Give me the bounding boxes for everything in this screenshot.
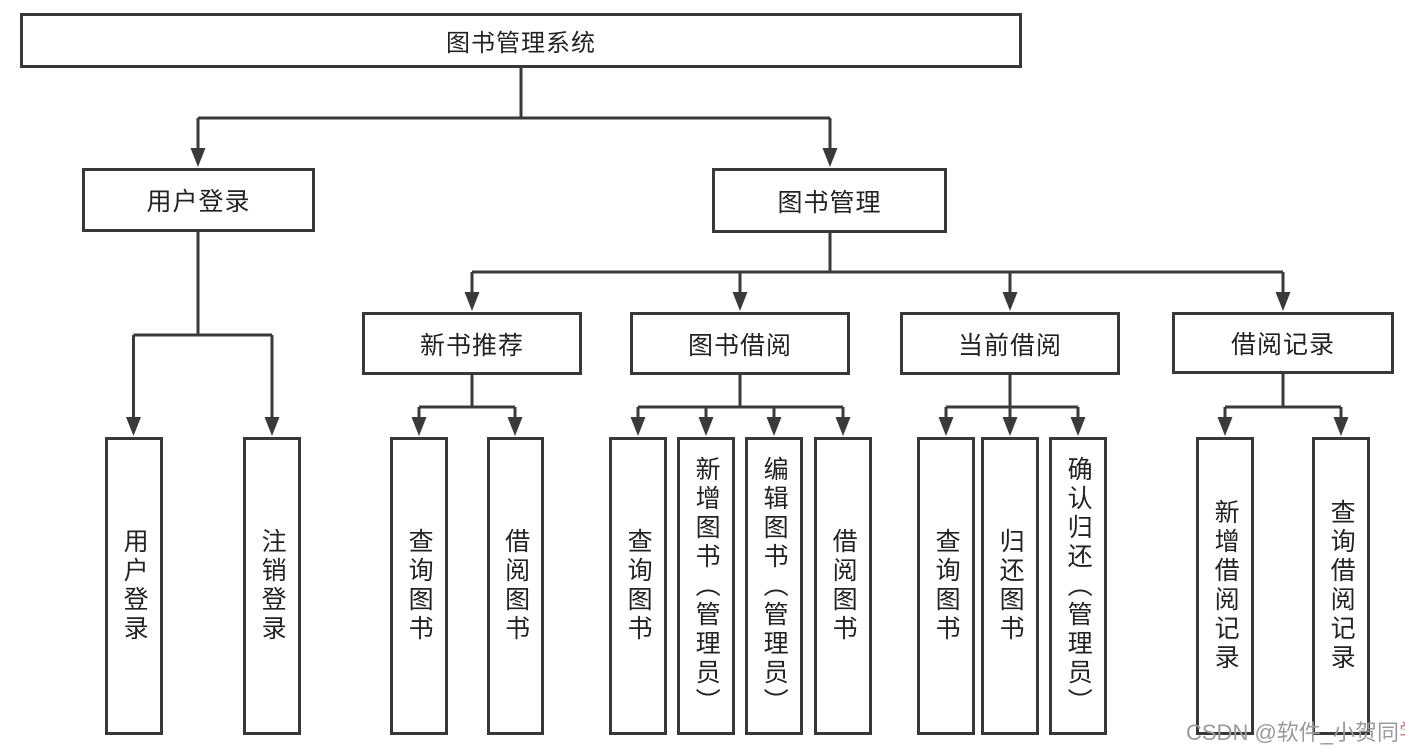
node-label: 用户登录 [146,188,251,216]
node-leaf-return-books: 归还图书 [981,437,1039,735]
node-borrowing-records: 借阅记录 [1172,312,1394,374]
node-label: 借阅记录 [1230,331,1335,359]
watermark-accent: 学 [1399,720,1405,745]
node-user-login: 用户登录 [82,168,315,232]
watermark: CSDN @软件_小贺同学 [1186,715,1405,747]
node-label: 图书借阅 [687,331,792,360]
node-label: 借阅图书 [501,528,530,644]
node-leaf-query-books-3: 查询图书 [917,437,975,735]
node-label: 注销登录 [258,528,287,644]
node-leaf-add-borrow-record: 新增借阅记录 [1196,437,1254,735]
node-leaf-confirm-return-admin: 确认归还（管理员） [1049,437,1107,735]
node-label: 新增图书（管理员） [692,455,721,717]
watermark-text: CSDN @软件_小贺同 [1186,720,1400,745]
node-leaf-query-books-1: 查询图书 [390,437,448,735]
node-label: 用户登录 [120,528,149,644]
node-book-management: 图书管理 [712,168,947,233]
node-current-borrowing: 当前借阅 [900,312,1120,375]
node-book-borrowing: 图书借阅 [630,312,850,375]
node-leaf-add-books-admin: 新增图书（管理员） [677,437,735,735]
node-label: 借阅图书 [829,528,858,644]
node-leaf-user-login: 用户登录 [105,437,163,735]
node-label: 当前借阅 [957,331,1062,360]
node-label: 查询图书 [624,528,653,644]
node-label: 新书推荐 [419,331,524,360]
node-leaf-borrow-books-1: 借阅图书 [487,437,544,735]
node-label: 编辑图书（管理员） [760,455,789,717]
node-label: 查询借阅记录 [1327,499,1356,673]
node-leaf-borrow-books-2: 借阅图书 [814,437,872,735]
node-leaf-edit-books-admin: 编辑图书（管理员） [745,437,803,735]
node-label: 归还图书 [996,528,1025,644]
node-label: 查询图书 [932,528,961,644]
node-leaf-query-books-2: 查询图书 [609,437,667,735]
node-leaf-query-borrow-record: 查询借阅记录 [1312,437,1370,735]
node-label: 新增借阅记录 [1211,499,1240,673]
node-label: 确认归还（管理员） [1064,455,1093,717]
node-label: 图书管理系统 [446,30,596,57]
node-new-book-recommend: 新书推荐 [362,312,582,375]
node-library-system: 图书管理系统 [20,13,1022,68]
node-label: 图书管理 [777,188,882,217]
node-leaf-logout: 注销登录 [243,437,301,735]
node-label: 查询图书 [405,528,434,644]
